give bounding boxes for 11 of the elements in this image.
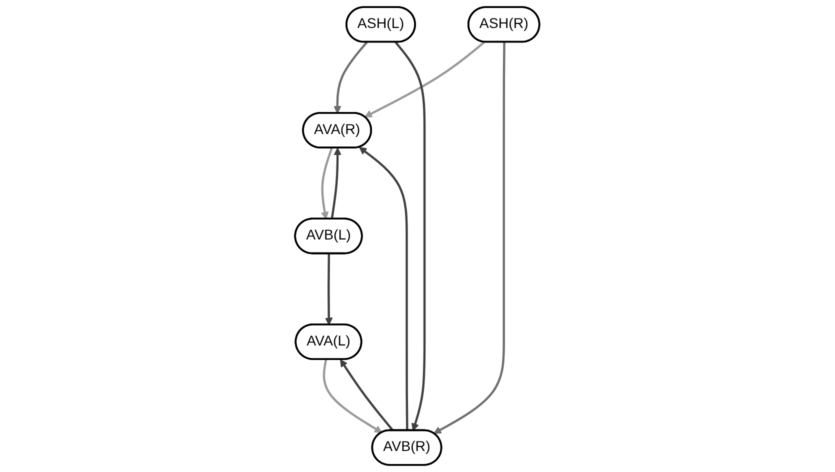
arrow	[323, 359, 383, 433]
arrow	[331, 148, 342, 220]
arrow	[394, 42, 426, 431]
arrow	[340, 359, 394, 432]
arrow	[364, 41, 486, 118]
arrow	[359, 146, 409, 431]
network-graph: ASH(L) ASH(R) AVA(R) AVA(L) AVB(R) AVB(L)	[288, 0, 547, 472]
arrow	[334, 42, 368, 114]
arrow	[325, 254, 334, 326]
arrow	[434, 42, 506, 434]
arrow	[321, 148, 334, 220]
